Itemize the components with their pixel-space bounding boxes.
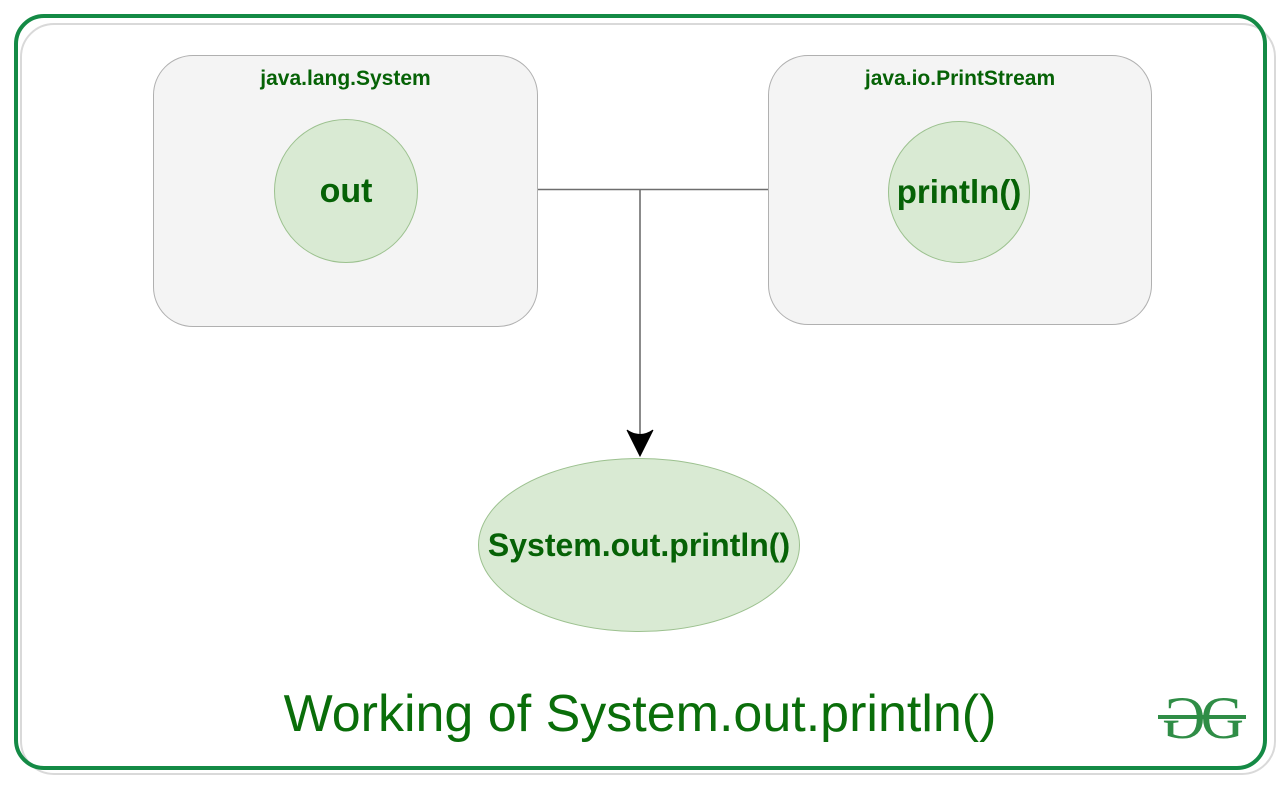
diagram-title: Working of System.out.println() <box>283 685 997 743</box>
class-box-system: java.lang.System out <box>153 55 538 327</box>
geeksforgeeks-logo: GG <box>1158 685 1246 751</box>
class-box-printstream: java.io.PrintStream println() <box>768 55 1152 325</box>
result-ellipse-label: System.out.println() <box>487 526 791 563</box>
frame-green-border <box>14 14 1267 770</box>
class-box-printstream-label: java.io.PrintStream <box>864 67 1056 90</box>
arrowhead-icon <box>626 429 654 458</box>
logo-strikethrough-bar <box>1158 715 1246 719</box>
member-circle-println-label: println() <box>896 173 1022 210</box>
class-box-system-label: java.lang.System <box>260 67 431 90</box>
member-circle-out-label: out <box>319 171 373 210</box>
member-circle-out: out <box>274 119 418 263</box>
member-circle-println: println() <box>888 121 1030 263</box>
result-ellipse: System.out.println() <box>478 458 800 632</box>
frame-shadow-border <box>20 23 1276 775</box>
